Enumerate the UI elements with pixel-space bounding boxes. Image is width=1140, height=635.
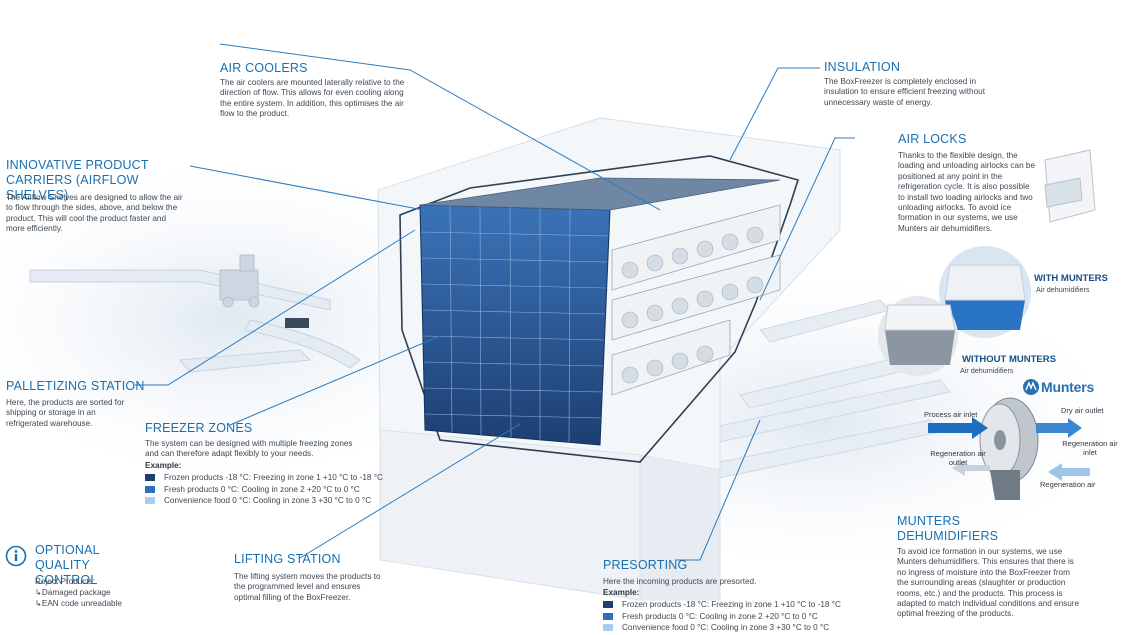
- product-carriers-body: The Airflow Shelves are designed to allo…: [6, 193, 183, 234]
- pallet: [285, 318, 309, 328]
- freezer-zones-legend: Frozen products -18 °C: Freezing in zone…: [145, 472, 383, 507]
- with-munters-title: WITH MUNTERS: [1034, 273, 1108, 284]
- reject-arrow-icon: ↳: [35, 599, 42, 608]
- presorting-body: Here the incoming products are presorted…: [603, 577, 757, 586]
- presort-zone-2-text: Fresh products 0 °C: Cooling in zone 2 +…: [622, 611, 818, 621]
- freezer-zones-title: FREEZER ZONES: [145, 421, 253, 435]
- air-locks-body: Thanks to the flexible design, the loadi…: [898, 151, 1036, 233]
- airflow-arrows: [928, 417, 1090, 481]
- airlock-module: [1044, 149, 1096, 223]
- info-icon: [5, 545, 27, 567]
- regeneration-air-inlet-label: Regeneration air inlet: [1062, 439, 1118, 457]
- presorting-example-label: Example:: [603, 588, 640, 597]
- insulation-title: INSULATION: [824, 60, 901, 74]
- munters-logo-icon: [1023, 379, 1039, 395]
- presorting-title: PRESORTING: [603, 558, 688, 572]
- legend-swatch-mid: [603, 612, 613, 620]
- presorting-legend: Frozen products -18 °C: Freezing in zone…: [603, 599, 841, 634]
- dry-air-outlet-label: Dry air outlet: [1061, 406, 1104, 415]
- legend-swatch-dark: [603, 601, 613, 609]
- legend-swatch-dark: [145, 474, 155, 482]
- lifting-station-title: LIFTING STATION: [234, 552, 341, 566]
- left-floor-glow: [0, 170, 490, 470]
- lifting-station-body: The lifting system moves the products to…: [234, 572, 381, 602]
- reject-item-ean: ↳EAN code unreadable: [35, 599, 122, 608]
- presort-zone-2: Fresh products 0 °C: Cooling in zone 2 +…: [603, 611, 841, 623]
- regeneration-air-label: Regeneration air: [1040, 480, 1096, 489]
- reject-item-damaged: ↳Damaged package: [35, 588, 111, 597]
- legend-zone-1: Frozen products -18 °C: Freezing in zone…: [145, 472, 383, 484]
- reject-arrow-icon: ↳: [35, 588, 42, 597]
- legend-zone-3-text: Convenience food 0 °C: Cooling in zone 3…: [164, 496, 372, 506]
- legend-swatch-light: [603, 624, 613, 632]
- insulation-body: The BoxFreezer is completely enclosed in…: [824, 77, 985, 107]
- presort-zone-3: Convenience food 0 °C: Cooling in zone 3…: [603, 622, 841, 634]
- dehumidifier-wheel: [979, 397, 1039, 500]
- without-munters-sub: Air dehumidifiers: [960, 366, 1014, 375]
- legend-swatch-light: [145, 497, 155, 505]
- legend-zone-1-text: Frozen products -18 °C: Freezing in zone…: [164, 473, 383, 483]
- presort-zone-3-text: Convenience food 0 °C: Cooling in zone 3…: [622, 623, 830, 633]
- freezer-zones-body: The system can be designed with multiple…: [145, 439, 353, 459]
- air-coolers-body: The air coolers are mounted laterally re…: [220, 78, 405, 119]
- legend-zone-3: Convenience food 0 °C: Cooling in zone 3…: [145, 495, 383, 507]
- regeneration-air-outlet-label: Regeneration air outlet: [930, 449, 986, 467]
- airflow-shelves-rack: [419, 177, 781, 446]
- product-carriers-title: INNOVATIVE PRODUCT CARRIERS (AIRFLOW SHE…: [6, 158, 149, 202]
- munters-dehumidifiers-title: MUNTERS DEHUMIDIFIERS: [897, 514, 999, 543]
- air-locks-title: AIR LOCKS: [898, 132, 967, 146]
- legend-zone-2: Fresh products 0 °C: Cooling in zone 2 +…: [145, 484, 383, 496]
- reject-products-label: Reject Products:: [35, 577, 96, 586]
- callout-lines: [135, 43, 855, 561]
- freezer-zones-example-label: Example:: [145, 461, 182, 470]
- presort-zone-1-text: Frozen products -18 °C: Freezing in zone…: [622, 600, 841, 610]
- without-munters-photo: [878, 296, 958, 376]
- palletizing-conveyor: [29, 269, 361, 373]
- quality-control-title: OPTIONAL QUALITY CONTROL: [35, 543, 100, 587]
- legend-swatch-mid: [145, 485, 155, 493]
- without-munters-title: WITHOUT MUNTERS: [962, 354, 1056, 365]
- air-coolers-title: AIR COOLERS: [220, 61, 308, 75]
- munters-logo: Munters: [1041, 379, 1095, 395]
- munters-dehumidifiers-body: To avoid ice formation in our systems, w…: [897, 547, 1080, 619]
- process-air-inlet-label: Process air inlet: [924, 410, 978, 419]
- legend-zone-2-text: Fresh products 0 °C: Cooling in zone 2 +…: [164, 484, 360, 494]
- with-munters-sub: Air dehumidifiers: [1036, 285, 1090, 294]
- with-munters-photo: [939, 246, 1031, 338]
- presort-zone-1: Frozen products -18 °C: Freezing in zone…: [603, 599, 841, 611]
- palletizing-body: Here, the products are sorted for shippi…: [6, 398, 125, 428]
- palletizing-title: PALLETIZING STATION: [6, 379, 145, 393]
- forklift: [219, 254, 260, 308]
- air-cooler-units: [611, 204, 781, 396]
